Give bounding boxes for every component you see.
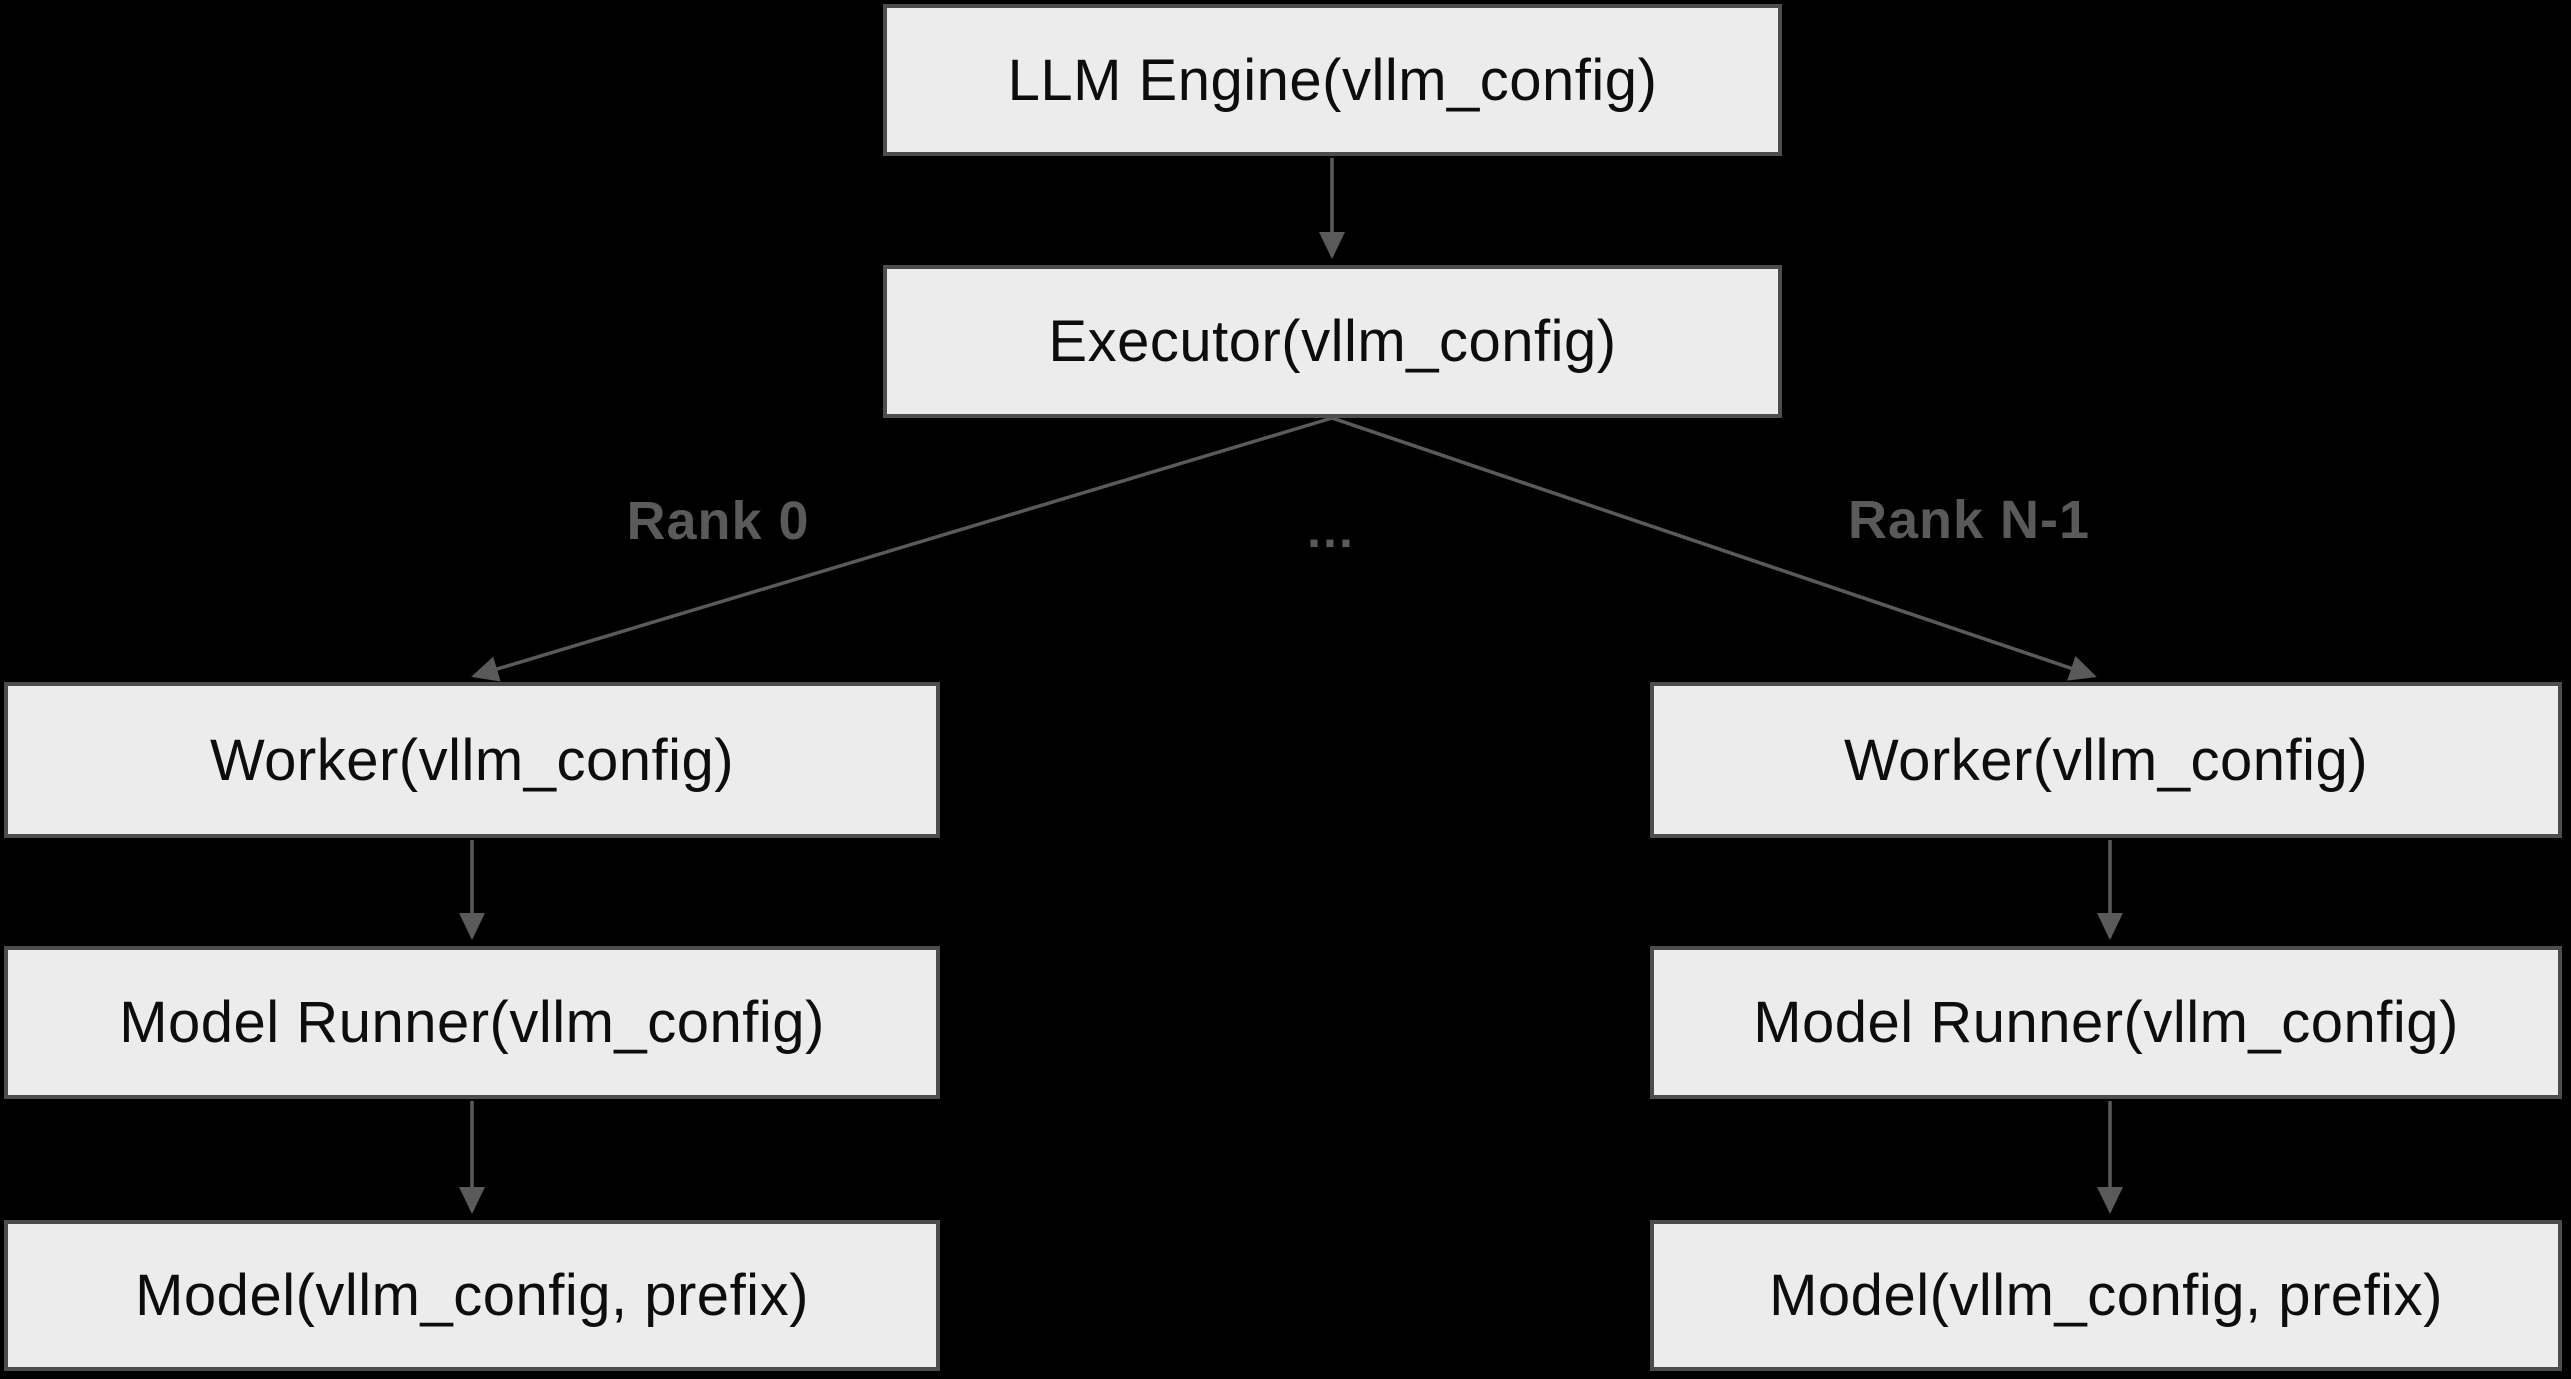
node-worker-right: Worker(vllm_config) (1650, 682, 2562, 838)
node-model-runner-right: Model Runner(vllm_config) (1650, 946, 2562, 1099)
node-worker-left-label: Worker(vllm_config) (209, 727, 735, 793)
node-llm-engine-label: LLM Engine(vllm_config) (1007, 47, 1658, 113)
edge-label-ellipsis: ... (1307, 502, 1355, 558)
node-executor-label: Executor(vllm_config) (1048, 309, 1617, 374)
edge-label-rank-0: Rank 0 (626, 491, 810, 551)
edge-executor-worker-right (1331, 416, 2097, 681)
node-executor: Executor(vllm_config) (883, 265, 1782, 418)
node-model-runner-left: Model Runner(vllm_config) (4, 946, 940, 1099)
node-model-right-label: Model(vllm_config, prefix) (1769, 1263, 2443, 1328)
edge-label-rank-n-1: Rank N-1 (1847, 490, 2091, 550)
node-model-runner-right-label: Model Runner(vllm_config) (1753, 990, 2459, 1055)
edge-executor-worker-left (471, 416, 1333, 682)
node-worker-left: Worker(vllm_config) (4, 682, 940, 838)
node-model-left: Model(vllm_config, prefix) (4, 1220, 940, 1371)
node-llm-engine: LLM Engine(vllm_config) (883, 4, 1782, 156)
node-model-runner-left-label: Model Runner(vllm_config) (119, 990, 825, 1055)
node-model-left-label: Model(vllm_config, prefix) (135, 1263, 809, 1328)
node-worker-right-label: Worker(vllm_config) (1843, 727, 2369, 793)
node-model-right: Model(vllm_config, prefix) (1650, 1220, 2562, 1371)
